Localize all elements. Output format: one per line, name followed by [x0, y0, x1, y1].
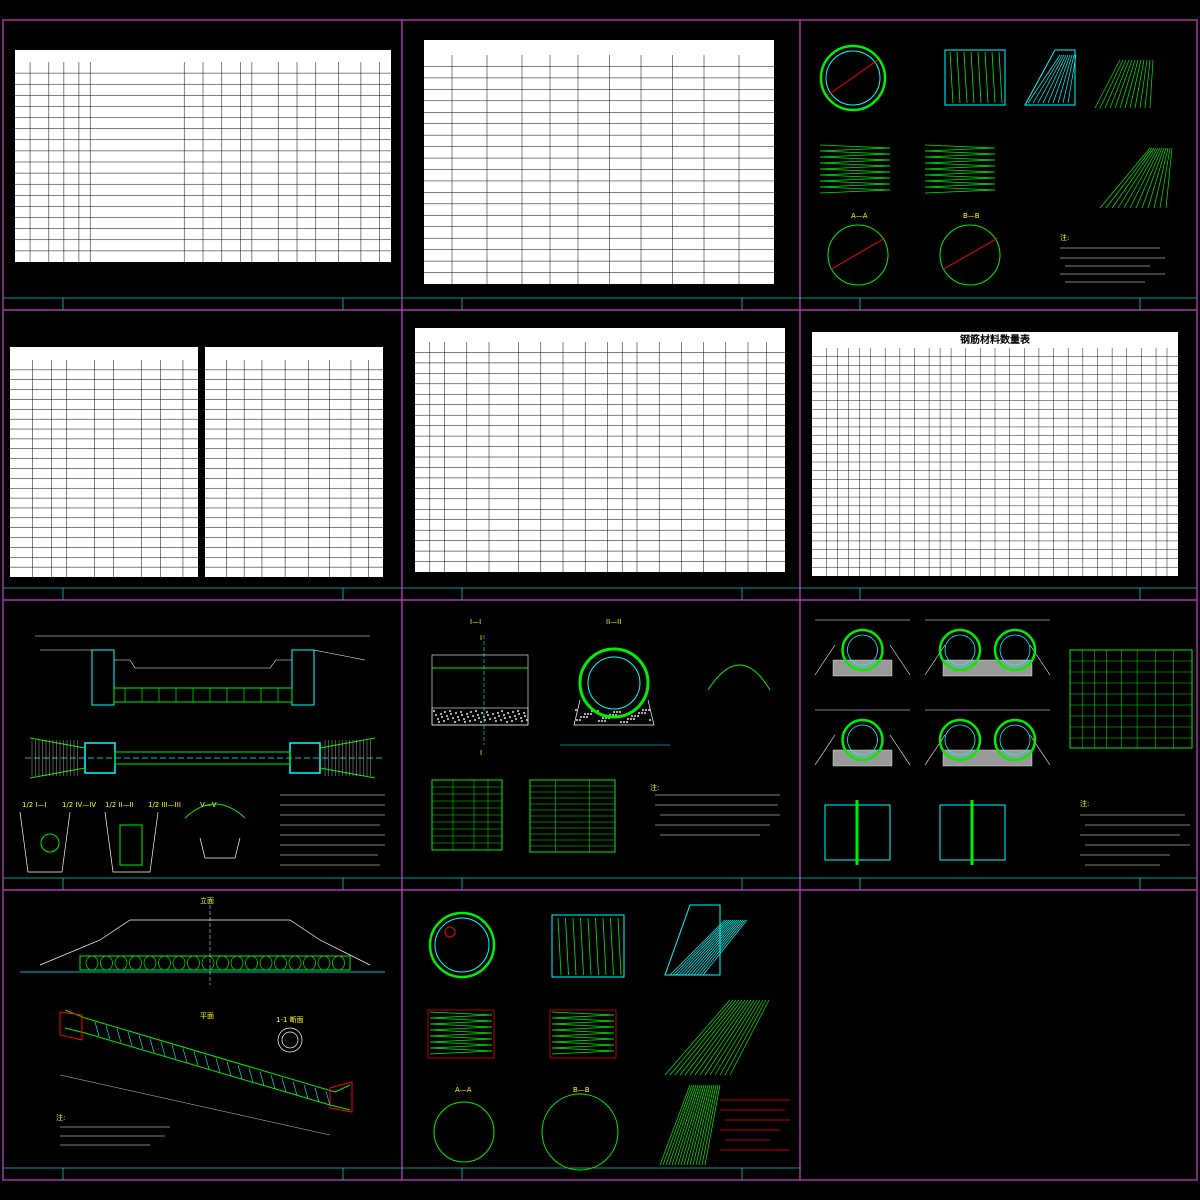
s8-section-2: II—II	[606, 618, 621, 626]
s3-section-a-label: A—A	[851, 212, 868, 220]
table-grid-s1	[15, 62, 391, 262]
sheet-s7	[19, 635, 385, 873]
s10-view-section: 1-1 断面	[276, 1015, 304, 1024]
s6-heading: 钢筋材料数量表	[960, 333, 1031, 346]
sheet-s1	[15, 50, 391, 262]
table-grid-s6	[812, 348, 1178, 576]
bell-end-elevation	[1024, 49, 1076, 106]
pipe-section-circle	[819, 44, 887, 112]
sheet-s5	[415, 328, 785, 572]
cage-bars	[949, 51, 1003, 104]
s11-section-a-label: A—A	[455, 1086, 472, 1094]
fan-bars	[1027, 54, 1173, 209]
table-sheet-s2	[424, 40, 774, 284]
pipe2-section-b	[541, 1093, 619, 1171]
s11-section-b-label: B—B	[573, 1086, 590, 1094]
left-headwall	[91, 649, 115, 706]
s8-section-1: I—I	[470, 618, 481, 626]
s9-table	[1069, 649, 1193, 749]
s10-view-elevation: 立面	[200, 896, 214, 905]
sheet-frames	[2, 19, 1198, 1181]
s10-view-plan: 平面	[200, 1012, 214, 1020]
section-a-circle	[827, 224, 889, 286]
right-headwall	[291, 649, 315, 706]
cage-elevation	[944, 49, 1006, 106]
pipe-elevation	[79, 955, 351, 971]
s8-mark-top: I	[480, 634, 482, 642]
sheet-s10	[20, 905, 385, 1146]
s3-notes	[1060, 247, 1165, 283]
s3-notes-mark: 注:	[1060, 233, 1069, 242]
sheet-s3	[819, 44, 1173, 286]
pipe2-section-a	[433, 1101, 495, 1163]
section-b-circle	[939, 224, 1001, 286]
pipe-cross-section	[578, 647, 650, 719]
table-grid-s4	[10, 360, 383, 577]
sheet-s6	[812, 332, 1178, 576]
s3-section-b-label: B—B	[963, 212, 980, 220]
sheet-s9	[814, 619, 1193, 866]
s8-notes-mark: 注:	[650, 783, 659, 792]
pipe-diameter-line	[827, 59, 879, 96]
s7-section-4: 1/2 IV—IV	[62, 801, 96, 809]
s10-notes-mark: 注:	[56, 1113, 65, 1122]
cage2-elevation	[551, 914, 625, 978]
culvert-barrel	[113, 687, 293, 703]
s7-section-1: 1/2 I—I	[22, 801, 47, 809]
s8-mark-bottom: I	[480, 749, 482, 757]
table-sheet-s4-right	[205, 347, 383, 577]
table-grid-s5	[415, 342, 785, 572]
pipe2-circle	[428, 911, 496, 979]
sheet-s4	[10, 347, 383, 577]
s7-section-5: V—V	[200, 801, 217, 809]
sheet-s11	[427, 904, 790, 1171]
title-strips	[3, 297, 1197, 1180]
sheet-s8	[431, 635, 780, 853]
gravel-bed	[431, 707, 529, 726]
s7-section-3: 1/2 III—III	[148, 801, 181, 809]
section-a-diameter	[829, 237, 886, 271]
s7-section-2: 1/2 II—II	[105, 801, 134, 809]
section-b-diameter	[941, 237, 999, 271]
spiral-bars	[819, 144, 996, 194]
table-sheet-s5	[415, 328, 785, 572]
pipe-inner-circle	[825, 50, 881, 106]
sheet-s2	[424, 40, 774, 284]
s9-notes-mark: 注:	[1080, 799, 1089, 808]
table-sheet-s4-left	[10, 347, 198, 577]
table-grid-s2	[424, 55, 774, 284]
